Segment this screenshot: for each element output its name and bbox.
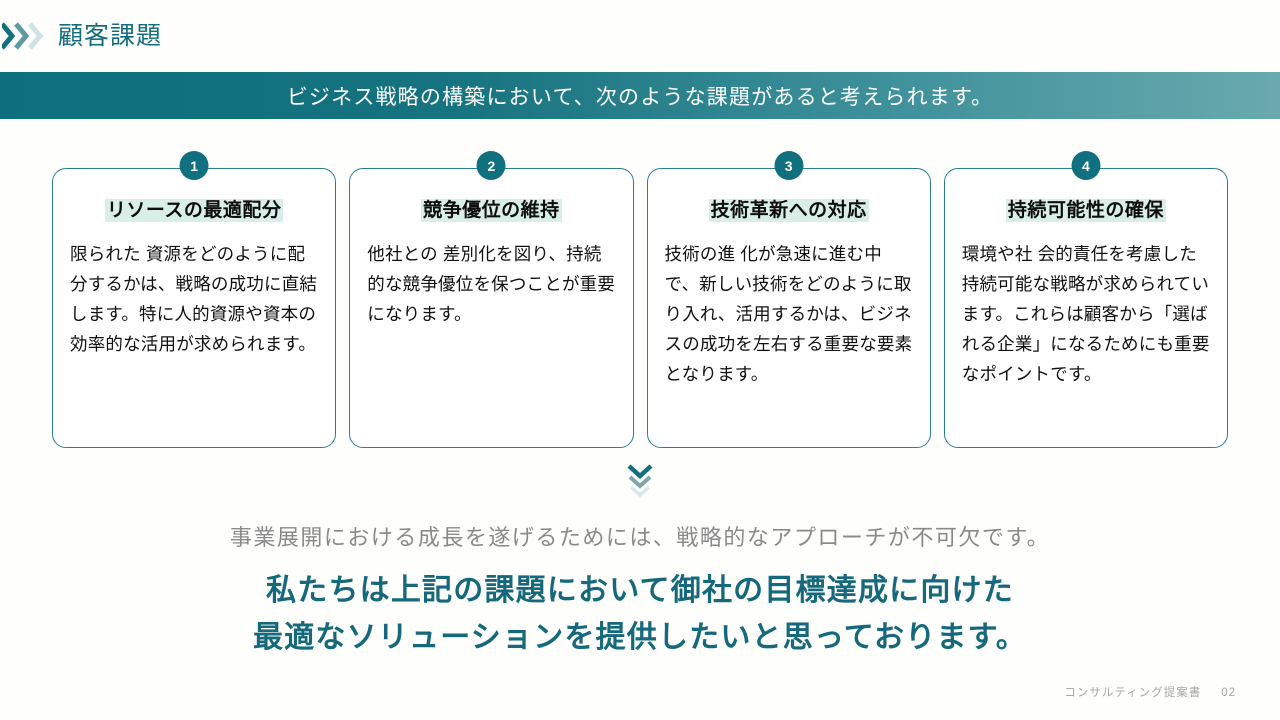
lead-sentence: 事業展開における成長を遂げるためには、戦略的なアプローチが不可欠です。 [229, 525, 1051, 550]
slide-header: 顧客課題 [0, 0, 1280, 72]
issue-card-title: 持続可能性の確保 [1005, 199, 1166, 222]
page-title: 顧客課題 [58, 21, 163, 50]
issue-card-description: 技術の進 化が急速に進む中で、新しい技術をどのように取り入れ、活用するかは、ビジ… [664, 243, 913, 384]
issue-card-3: 3 技術革新への対応 技術の進 化が急速に進む中で、新しい技術をどのように取り入… [646, 151, 931, 448]
issue-card-title-row: 持続可能性の確保 [962, 197, 1210, 226]
issue-card-title-row: 競争優位の維持 [367, 197, 615, 226]
issue-card-title-row: 技術革新への対応 [665, 197, 913, 226]
conclusion-statement: 私たちは上記の課題において御社の目標達成に向けた 最適なソリューションを提供した… [0, 568, 1280, 661]
slide-footer: コンサルティング提案書 02 [1064, 684, 1236, 700]
issue-card-body-3: 技術革新への対応 技術の進 化が急速に進む中で、新しい技術をどのように取り入れ、… [646, 168, 931, 448]
issue-card-badge: 4 [1071, 151, 1101, 180]
issue-card-body-4: 持続可能性の確保 環境や社 会的責任を考慮した持続可能な戦略が求められています。… [943, 168, 1228, 448]
conclusion-line-1: 私たちは上記の課題において御社の目標達成に向けた [266, 574, 1014, 607]
issue-card-title-row: リソースの最適配分 [70, 197, 318, 226]
issue-card-body-1: リソースの最適配分 限られた 資源をどのように配分するかは、戦略の成功に直結しま… [52, 168, 337, 448]
issue-card-body-2: 競争優位の維持 他社との 差別化を図り、持続的な競争優位を保つことが重要になりま… [349, 168, 634, 448]
triple-chevron-right-icon [2, 19, 48, 53]
footer-page-number: 02 [1221, 687, 1236, 699]
issue-card-badge: 3 [774, 151, 804, 180]
footer-document-name: コンサルティング提案書 [1064, 687, 1202, 699]
issue-card-list: 1 リソースの最適配分 限られた 資源をどのように配分するかは、戦略の成功に直結… [52, 151, 1228, 448]
issue-card-badge: 2 [476, 151, 506, 180]
issue-card-1: 1 リソースの最適配分 限られた 資源をどのように配分するかは、戦略の成功に直結… [52, 151, 337, 448]
issue-card-title: 競争優位の維持 [421, 199, 562, 222]
issue-card-description: 環境や社 会的責任を考慮した持続可能な戦略が求められています。これらは顧客から「… [961, 243, 1210, 384]
headline-banner-text: ビジネス戦略の構築において、次のような課題があると考えられます。 [286, 85, 994, 109]
flow-divider [0, 462, 1280, 502]
conclusion-line-2: 最適なソリューションを提供したいと思っております。 [253, 620, 1027, 654]
headline-banner: ビジネス戦略の構築において、次のような課題があると考えられます。 [0, 72, 1280, 119]
issue-card-2: 2 競争優位の維持 他社との 差別化を図り、持続的な競争優位を保つことが重要にな… [349, 151, 634, 448]
triple-chevron-down-icon [623, 462, 657, 502]
issue-card-4: 4 持続可能性の確保 環境や社 会的責任を考慮した持続可能な戦略が求められていま… [943, 151, 1228, 448]
issue-card-badge: 1 [179, 151, 209, 180]
issue-card-description: 限られた 資源をどのように配分するかは、戦略の成功に直結します。特に人的資源や資… [70, 243, 318, 354]
issue-card-description: 他社との 差別化を図り、持続的な競争優位を保つことが重要になります。 [367, 243, 616, 324]
issue-card-title: リソースの最適配分 [104, 199, 284, 222]
issue-card-title: 技術革新への対応 [708, 199, 869, 222]
